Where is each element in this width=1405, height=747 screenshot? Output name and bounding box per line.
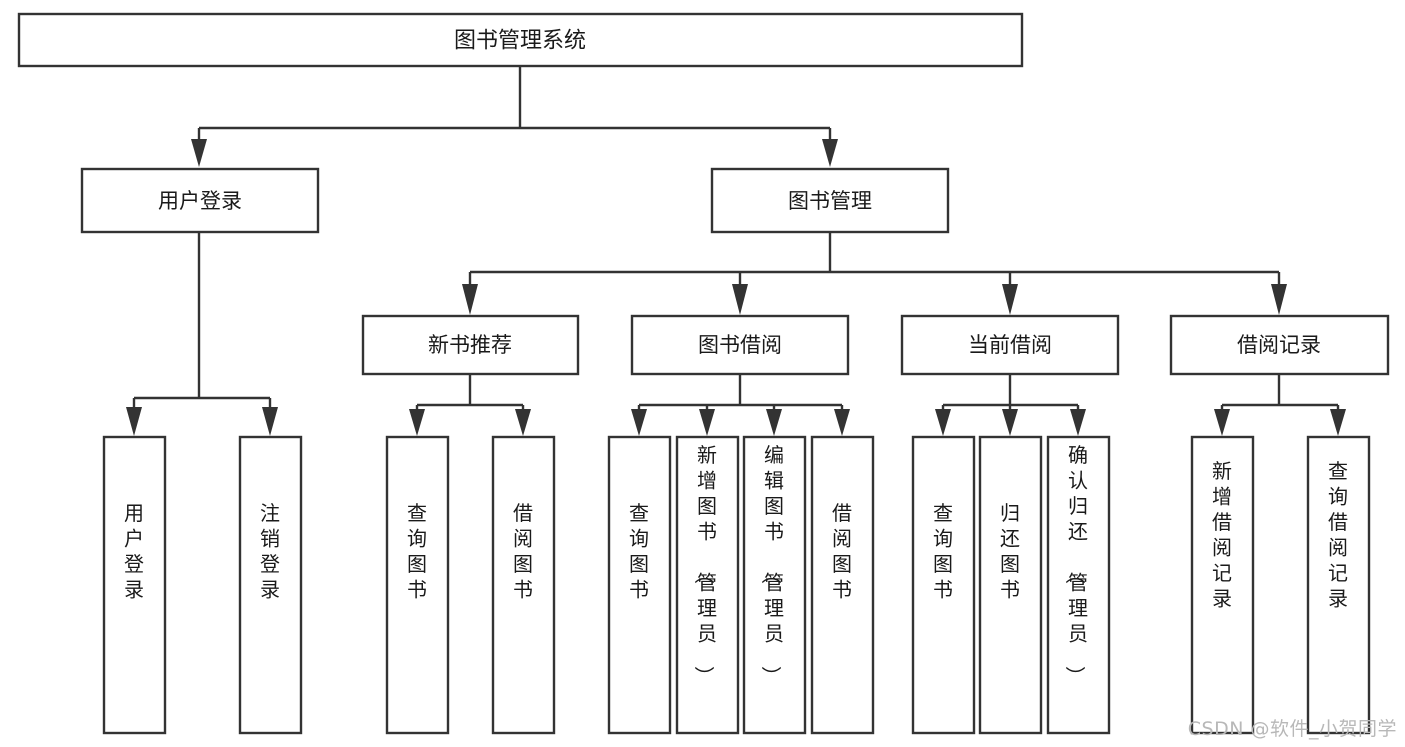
arrow-to-leaf-user-login [126, 407, 142, 436]
arrow-to-user-login [191, 139, 207, 167]
node-label-root: 图书管理系统 [454, 29, 586, 54]
leaf-box-add-book [675, 435, 740, 735]
node-box-new-book-recommend [361, 314, 580, 376]
leaf-box-add-record [1190, 435, 1255, 735]
leaf-return-book[interactable]: 归还图书 [978, 435, 1043, 735]
leaf-label-add-record: 新增借阅记录 [1212, 459, 1232, 611]
node-box-root [17, 12, 1024, 68]
leaf-box-user-login [102, 435, 167, 735]
arrow-to-leaf-add-book [699, 409, 715, 436]
node-label-book-management: 图书管理 [788, 189, 872, 213]
leaf-label-borrow-books-1: 借阅图书 [513, 501, 533, 602]
arrow-to-book-management [822, 139, 838, 167]
node-box-current-borrow [900, 314, 1120, 376]
arrow-to-borrow-record [1271, 284, 1287, 315]
node-new-book-recommend[interactable]: 新书推荐 [361, 314, 580, 376]
arrow-to-leaf-query-books-3 [935, 409, 951, 436]
leaf-label-confirm-return: 确认归还（管理员） [1063, 443, 1088, 686]
connector-group [126, 67, 1346, 436]
leaf-borrow-books-2[interactable]: 借阅图书 [810, 435, 875, 735]
arrow-to-leaf-add-record [1214, 409, 1230, 436]
leaf-query-record[interactable]: 查询借阅记录 [1306, 435, 1371, 735]
leaf-box-edit-book [742, 435, 807, 735]
arrow-to-new-book-recommend [462, 284, 478, 315]
leaf-query-books-2[interactable]: 查询图书 [607, 435, 672, 735]
arrow-to-leaf-confirm-return [1070, 409, 1086, 436]
arrow-to-leaf-edit-book [766, 409, 782, 436]
arrow-to-leaf-borrow-books-1 [515, 409, 531, 436]
node-box-book-borrow [630, 314, 850, 376]
arrow-to-leaf-query-books-2 [631, 409, 647, 436]
node-label-current-borrow: 当前借阅 [968, 333, 1052, 357]
node-library-management-system[interactable]: 图书管理系统 [17, 12, 1024, 68]
leaf-query-books-1[interactable]: 查询图书 [385, 435, 450, 735]
leaf-label-user-login: 用户登录 [124, 501, 144, 602]
arrow-to-leaf-query-record [1330, 409, 1346, 436]
leaf-box-query-books-3 [911, 435, 976, 735]
leaf-box-borrow-books-2 [810, 435, 875, 735]
leaf-borrow-books-1[interactable]: 借阅图书 [491, 435, 556, 735]
node-book-borrow[interactable]: 图书借阅 [630, 314, 850, 376]
node-user-login[interactable]: 用户登录 [80, 167, 320, 234]
node-label-book-borrow: 图书借阅 [698, 333, 782, 357]
arrow-to-book-borrow [732, 284, 748, 315]
leaf-box-user-logout [238, 435, 303, 735]
leaf-box-query-books-2 [607, 435, 672, 735]
leaf-label-add-book: 新增图书（管理员） [692, 443, 717, 686]
leaf-box-query-record [1306, 435, 1371, 735]
leaf-label-return-book: 归还图书 [1000, 501, 1020, 602]
leaf-label-query-record: 查询借阅记录 [1328, 459, 1348, 611]
leaf-user-logout[interactable]: 注销登录 [238, 435, 303, 735]
node-label-borrow-record: 借阅记录 [1237, 333, 1321, 357]
leaf-label-query-books-1: 查询图书 [407, 501, 427, 602]
leaf-box-query-books-1 [385, 435, 450, 735]
node-current-borrow[interactable]: 当前借阅 [900, 314, 1120, 376]
leaf-label-query-books-2: 查询图书 [629, 501, 649, 602]
arrow-to-leaf-return-book [1002, 409, 1018, 436]
node-box-user-login [80, 167, 320, 234]
node-box-book-management [710, 167, 950, 234]
arrow-to-current-borrow [1002, 284, 1018, 315]
leaf-query-books-3[interactable]: 查询图书 [911, 435, 976, 735]
node-label-user-login: 用户登录 [158, 189, 242, 213]
leaf-label-edit-book: 编辑图书（管理员） [759, 443, 784, 686]
leaf-box-return-book [978, 435, 1043, 735]
leaf-confirm-return[interactable]: 确认归还（管理员） [1046, 435, 1111, 735]
leaf-label-user-logout: 注销登录 [260, 501, 280, 602]
leaf-box-borrow-books-1 [491, 435, 556, 735]
leaf-user-login[interactable]: 用户登录 [102, 435, 167, 735]
arrow-to-leaf-user-logout [262, 407, 278, 436]
arrow-to-leaf-query-books-1 [409, 409, 425, 436]
leaf-add-book[interactable]: 新增图书（管理员） [675, 435, 740, 735]
node-box-borrow-record [1169, 314, 1390, 376]
leaf-edit-book[interactable]: 编辑图书（管理员） [742, 435, 807, 735]
leaf-add-record[interactable]: 新增借阅记录 [1190, 435, 1255, 735]
node-label-new-book-recommend: 新书推荐 [428, 333, 512, 357]
leaf-label-query-books-3: 查询图书 [933, 501, 953, 602]
node-borrow-record[interactable]: 借阅记录 [1169, 314, 1390, 376]
leaf-label-borrow-books-2: 借阅图书 [832, 501, 852, 602]
arrow-to-leaf-borrow-books-2 [834, 409, 850, 436]
node-book-management[interactable]: 图书管理 [710, 167, 950, 234]
leaf-box-confirm-return [1046, 435, 1111, 735]
